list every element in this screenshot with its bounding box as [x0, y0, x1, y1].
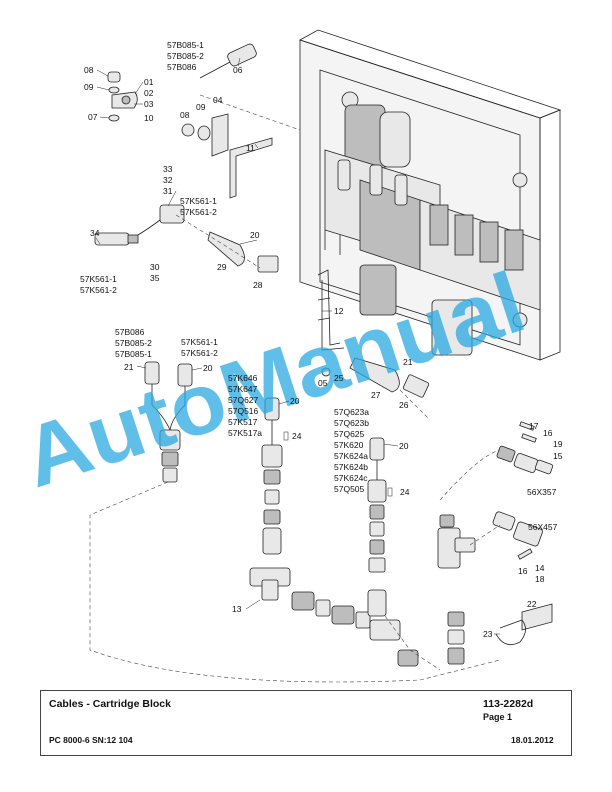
- bracket-parts: [181, 113, 273, 199]
- callout: 31: [163, 186, 173, 196]
- callout: 01: [144, 77, 154, 87]
- callout-labels: 08 09 01 02 03 07 10 57B085-1 57B085-2 5…: [80, 40, 563, 639]
- plug-27-26: [321, 357, 430, 398]
- callout: 57B085-2: [167, 51, 204, 61]
- callout: 11: [246, 143, 255, 153]
- bracket-12: [317, 269, 345, 351]
- callout: 08: [180, 110, 190, 120]
- callout: 57Q505: [334, 484, 365, 494]
- callout: 57Q623a: [334, 407, 369, 417]
- callout: 57Q623b: [334, 418, 369, 428]
- callout: 57K647: [228, 384, 258, 394]
- callout: 56X357: [527, 487, 557, 497]
- drawing-title: Cables - Cartridge Block: [49, 698, 171, 710]
- callout: 26: [399, 400, 409, 410]
- callout: 25: [334, 373, 344, 383]
- drawing-number: 113-2282d: [483, 698, 534, 710]
- callout: 32: [163, 175, 173, 185]
- callout: 28: [253, 280, 263, 290]
- callout: 21: [403, 357, 413, 367]
- callout: 57K517a: [228, 428, 262, 438]
- callout: 57Q625: [334, 429, 365, 439]
- page-number: Page 1: [483, 712, 513, 722]
- callout: 57K561-2: [181, 348, 218, 358]
- clamp-parts-group: [107, 71, 138, 122]
- callout: 02: [144, 88, 154, 98]
- callout: 24: [400, 487, 410, 497]
- callout: 33: [163, 164, 173, 174]
- callout: 57B085-2: [115, 338, 152, 348]
- leader-lines: [95, 57, 500, 635]
- callout: 16: [543, 428, 553, 438]
- callout: 09: [196, 102, 206, 112]
- callout: 24: [292, 431, 302, 441]
- callout: 17: [529, 421, 539, 431]
- callout: 15: [553, 451, 563, 461]
- callout: 13: [232, 604, 242, 614]
- cartridge-block-assembly: [299, 29, 562, 361]
- callout: 20: [203, 363, 213, 373]
- callout: 05: [318, 378, 328, 388]
- callout: 19: [553, 439, 563, 449]
- callout: 21: [124, 362, 134, 372]
- callout: 07: [88, 112, 98, 122]
- callout: 20: [399, 441, 409, 451]
- callout: 57K561-2: [180, 207, 217, 217]
- callout: 06: [233, 65, 243, 75]
- callout: 09: [84, 82, 94, 92]
- cable-routing-dashed: [89, 94, 501, 683]
- drawing-date: 18.01.2012: [511, 735, 554, 745]
- callout: 57K624c: [334, 473, 368, 483]
- callout: 27: [371, 390, 381, 400]
- callout: 57K561-1: [181, 337, 218, 347]
- pressure-sensor-top: [199, 43, 257, 79]
- callout: 57B086: [115, 327, 145, 337]
- callout: 16: [518, 566, 528, 576]
- machine-model: PC 8000-6 SN:12 104: [49, 735, 133, 745]
- callout: 57K561-2: [80, 285, 117, 295]
- callout: 04: [213, 95, 223, 105]
- callout: 57Q516: [228, 406, 259, 416]
- callout: 57K517: [228, 417, 258, 427]
- title-block: Cables - Cartridge Block 113-2282d Page …: [40, 690, 572, 756]
- right-fittings: [437, 421, 554, 665]
- callout: 30: [150, 262, 160, 272]
- plug-29-28: [207, 231, 279, 273]
- callout: 22: [527, 599, 537, 609]
- callout: 03: [144, 99, 154, 109]
- callout: 08: [84, 65, 94, 75]
- middle-cable-bundle: [249, 397, 419, 667]
- callout: 57Q627: [228, 395, 259, 405]
- callout: 57K561-1: [80, 274, 117, 284]
- callout: 56X457: [528, 522, 558, 532]
- callout: 57K646: [228, 373, 258, 383]
- callout: 57B085-1: [167, 40, 204, 50]
- callout: 12: [334, 306, 344, 316]
- callout: 20: [250, 230, 260, 240]
- callout: 35: [150, 273, 160, 283]
- callout: 20: [290, 396, 300, 406]
- callout: 34: [90, 228, 100, 238]
- callout: 23: [483, 629, 493, 639]
- callout: 10: [144, 113, 154, 123]
- callout: 57K624a: [334, 451, 368, 461]
- callout: 18: [535, 574, 545, 584]
- callout: 57K620: [334, 440, 364, 450]
- callout: 57B085-1: [115, 349, 152, 359]
- callout: 57K561-1: [180, 196, 217, 206]
- callout: 57K624b: [334, 462, 368, 472]
- center-cable-bundle: [367, 437, 393, 617]
- sensor-34-assembly: [94, 204, 185, 246]
- left-cable-bundle: [144, 361, 193, 483]
- callout: 57B086: [167, 62, 197, 72]
- callout: 14: [535, 563, 545, 573]
- callout: 29: [217, 262, 227, 272]
- exploded-parts-diagram: AutoManual 08 09 01 02 03 07 10 57B085-1…: [12, 29, 563, 683]
